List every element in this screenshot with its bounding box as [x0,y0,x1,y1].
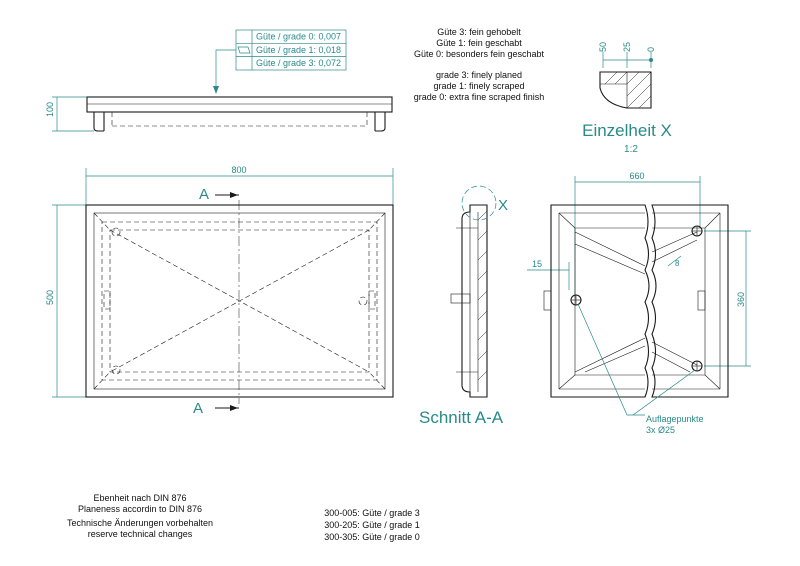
footer-code-3: 300-305: Güte / grade 0 [324,532,420,542]
footer-code-2: 300-205: Güte / grade 1 [324,520,420,530]
footer-din-en: Planeness accordin to DIN 876 [78,504,202,514]
footer-changes-en: reserve technical changes [88,529,193,539]
top-view: 800 500 A A [45,165,394,417]
underside-width-dim: 660 [629,171,644,181]
section-marker-top: A [199,186,209,203]
tolerance-grade-3: Güte / grade 3: 0,072 [256,58,341,68]
footer-din-de: Ebenheit nach DIN 876 [93,493,186,503]
detail-dim-50: 50 [598,42,608,52]
tolerance-grade-1: Güte / grade 1: 0,018 [256,45,341,55]
note-de-2: Güte 1: fein geschabt [436,38,522,48]
detail-marker-x: X [498,197,508,214]
side-view: 100 [45,96,393,132]
flatness-symbol-icon [237,46,251,54]
detail-title: Einzelheit X [582,121,672,140]
footer-code-1: 300-005: Güte / grade 3 [324,508,420,518]
detail-scale: 1:2 [624,144,638,155]
side-height-dim: 100 [45,102,55,117]
section-title: Schnitt A-A [419,408,504,427]
top-height-dim: 500 [45,290,55,305]
flatness-tolerance-box: Güte / grade 0: 0,007 Güte / grade 1: 0,… [213,29,347,94]
underside-angle-dim: 8 [675,259,680,268]
underside-view: 660 360 15 [527,171,751,435]
note-de-1: Güte 3: fein gehobelt [437,27,521,37]
section-marker-bottom: A [193,400,203,417]
note-en-1: grade 3: finely planed [436,70,522,80]
note-en-3: grade 0: extra fine scraped finish [414,92,545,102]
support-points-label: Auflagepunkte [646,414,704,424]
underside-offset-dim: 15 [532,259,542,269]
footer-changes-de: Technische Änderungen vorbehalten [67,518,213,528]
note-de-3: Güte 0: besonders fein geschabt [414,49,545,59]
detail-dim-25: 25 [622,42,632,52]
detail-dim-0: 0 [646,47,656,52]
section-a-a: X Schnitt A-A [419,185,508,427]
support-points-size: 3x Ø25 [646,425,675,435]
detail-x: 50 25 0 Einzelheit X 1:2 [582,42,672,155]
finish-notes: Güte 3: fein gehobelt Güte 1: fein gesch… [414,27,545,102]
underside-height-dim: 360 [736,292,746,307]
tolerance-grade-0: Güte / grade 0: 0,007 [256,32,341,42]
top-width-dim: 800 [231,165,246,175]
note-en-2: grade 1: finely scraped [433,81,524,91]
footer-notes: Ebenheit nach DIN 876 Planeness accordin… [67,493,420,542]
